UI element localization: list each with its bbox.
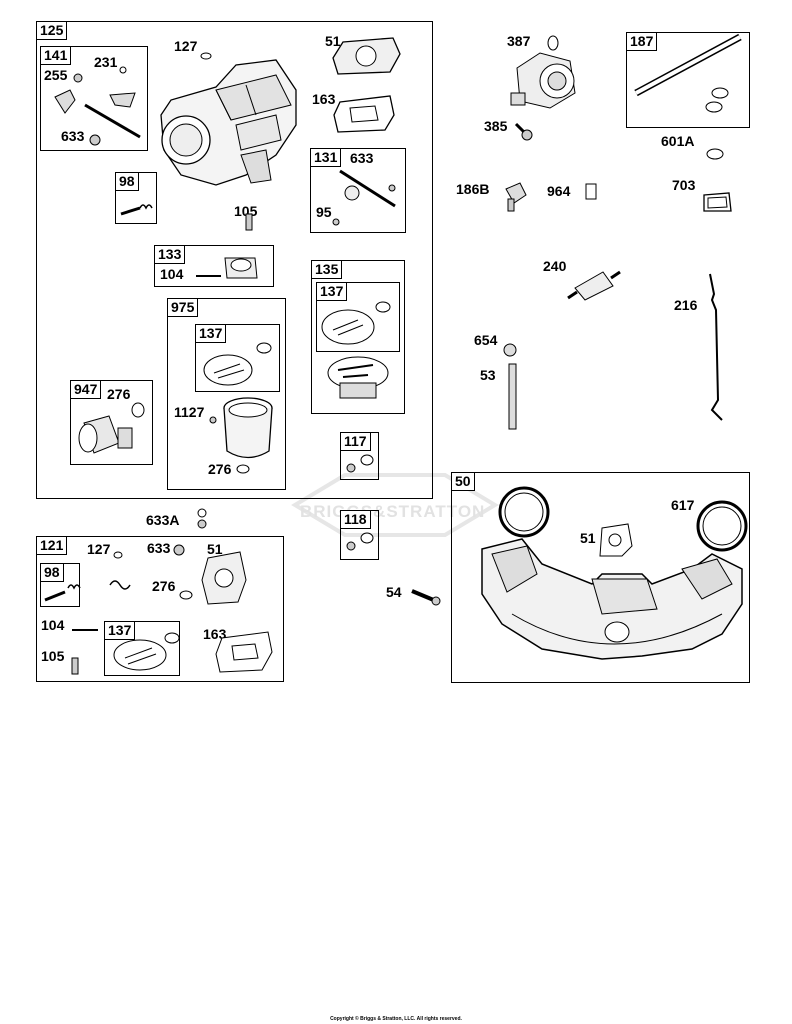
group-50-label: 50 [451, 472, 475, 491]
fuel-bowl-drawing [209, 397, 273, 474]
clamp-601A-drawing [706, 148, 724, 160]
callout-51-gasket: 51 [325, 33, 341, 49]
callout-276-solenoid: 276 [107, 386, 131, 402]
group-125-label: 125 [36, 21, 68, 40]
callout-385: 385 [484, 118, 508, 134]
callout-633A: 633A [146, 512, 180, 528]
carburetor-body-drawing [160, 52, 297, 186]
callout-51-manifold: 51 [580, 530, 596, 546]
group-135-label: 135 [311, 260, 343, 279]
jet-118-drawing [346, 532, 374, 551]
callout-276-bowl: 276 [208, 461, 232, 477]
callout-654: 654 [474, 332, 498, 348]
gasket-163-drawing [333, 95, 395, 133]
group-141-frame [40, 46, 148, 151]
group-133-label: 133 [154, 245, 186, 264]
callout-163-gasket: 163 [312, 91, 336, 107]
group-125-frame [36, 21, 433, 499]
idle-screw-spring-drawing [120, 204, 153, 216]
group-137-frame-b [195, 324, 280, 392]
callout-53: 53 [480, 367, 496, 383]
group-137-label-b: 137 [195, 324, 227, 343]
callout-633-kit: 633 [147, 540, 171, 556]
main-jet-117-drawing [346, 454, 374, 473]
group-137-label-kit: 137 [104, 621, 136, 640]
gasket-51-drawing [332, 37, 401, 75]
group-187-label: 187 [626, 32, 658, 51]
screw-385-drawing [514, 122, 533, 141]
bolt-54-drawing [411, 589, 441, 606]
choke-shaft-kit-drawing [332, 169, 396, 226]
callout-186B: 186B [456, 181, 490, 197]
callout-127: 127 [174, 38, 198, 54]
group-975-label: 975 [167, 298, 199, 317]
group-947-frame [70, 380, 153, 465]
group-118-label: 118 [340, 510, 371, 529]
callout-387: 387 [507, 33, 531, 49]
callout-601A: 601A [661, 133, 695, 149]
group-121-label: 121 [36, 536, 68, 555]
callout-703: 703 [672, 177, 696, 193]
brand-watermark-logo [291, 473, 499, 537]
group-133-frame [154, 245, 274, 287]
group-131-frame [310, 148, 406, 233]
callout-104: 104 [160, 266, 184, 282]
needle-105-drawing [245, 213, 253, 231]
fuel-filter-240-drawing [567, 270, 621, 301]
governor-link-216-drawing [709, 273, 723, 421]
nut-654-drawing [503, 343, 517, 357]
callout-51-kit: 51 [207, 541, 223, 557]
group-117-label: 117 [340, 432, 371, 451]
callout-54: 54 [386, 584, 402, 600]
group-131-label: 131 [310, 148, 342, 167]
callout-633-choke: 633 [350, 150, 374, 166]
group-947-label: 947 [70, 380, 102, 399]
callout-240: 240 [543, 258, 567, 274]
callout-633-throttle: 633 [61, 128, 85, 144]
callout-104-kit: 104 [41, 617, 65, 633]
group-98-label: 98 [115, 172, 139, 191]
fuel-line-187-drawing [634, 33, 742, 113]
throttle-shaft-kit-drawing [54, 66, 141, 146]
washer-633A-drawing [197, 508, 207, 529]
callout-163-kit: 163 [203, 626, 227, 642]
group-50-frame [451, 472, 750, 683]
callout-1127: 1127 [174, 404, 205, 420]
fitting-186B-drawing [505, 182, 527, 212]
carburetor-overhaul-kit-drawing [44, 544, 273, 675]
callout-95: 95 [316, 204, 332, 220]
group-187-frame [626, 32, 750, 128]
callout-964: 964 [547, 183, 571, 199]
group-98-label-kit: 98 [40, 563, 64, 582]
bowl-gasket-float-kit-drawing [321, 301, 391, 399]
intake-manifold-drawing [481, 486, 748, 660]
bowl-gasket-kit-drawing [203, 342, 272, 386]
group-137-frame-kit [104, 621, 180, 676]
group-135-frame [311, 260, 405, 414]
group-141-label: 141 [40, 46, 72, 65]
callout-276-kit: 276 [152, 578, 176, 594]
fuel-pump-drawing [510, 35, 576, 109]
callout-216: 216 [674, 297, 698, 313]
clamp-703-drawing [703, 192, 732, 212]
callout-231: 231 [94, 54, 118, 70]
part-964-drawing [585, 183, 597, 200]
stud-53-drawing [508, 363, 517, 430]
callout-617: 617 [671, 497, 695, 513]
callout-105-kit: 105 [41, 648, 65, 664]
group-137-label-a: 137 [316, 282, 348, 301]
float-kit-drawing [196, 257, 258, 279]
group-137-frame-a [316, 282, 400, 352]
copyright-footer: Copyright © Briggs & Stratton, LLC. All … [330, 1016, 462, 1022]
callout-255: 255 [44, 67, 68, 83]
callout-127-kit: 127 [87, 541, 111, 557]
fuel-solenoid-drawing [78, 402, 145, 454]
group-121-frame [36, 536, 284, 682]
group-975-frame [167, 298, 286, 490]
